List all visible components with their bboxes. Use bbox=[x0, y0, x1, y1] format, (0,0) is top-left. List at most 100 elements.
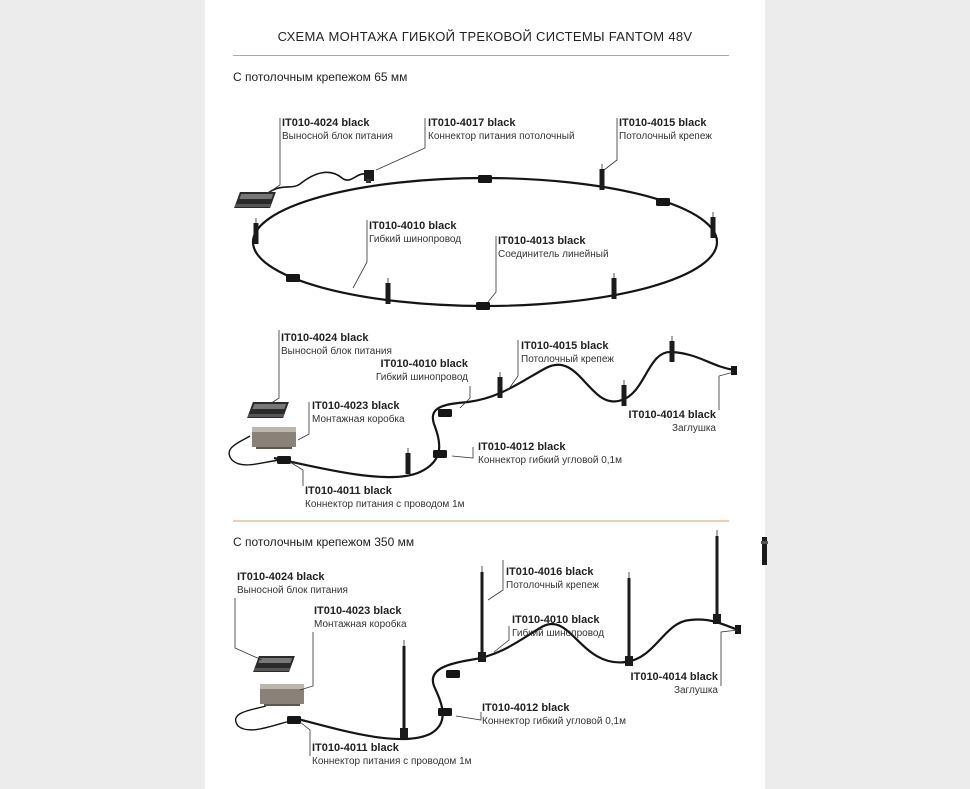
linear-coupler bbox=[478, 175, 492, 183]
ceiling-mount bbox=[253, 217, 259, 245]
label-mounting-box: IT010-4023 black Монтажная коробка bbox=[314, 604, 407, 632]
label-flexible-track: IT010-4010 black Гибкий шинопровод bbox=[512, 613, 604, 641]
label-desc: Коннектор питания с проводом 1м bbox=[312, 756, 472, 767]
label-mounting-box: IT010-4023 black Монтажная коробка bbox=[312, 399, 405, 427]
label-ceiling-mount: IT010-4016 black Потолочный крепеж bbox=[506, 565, 599, 593]
power-connector bbox=[277, 456, 291, 464]
label-desc: Потолочный крепеж bbox=[506, 580, 599, 591]
label-code: IT010-4012 black bbox=[478, 441, 566, 453]
label-linear-connector: IT010-4013 black Соединитель линейный bbox=[498, 234, 609, 262]
label-desc: Монтажная коробка bbox=[312, 414, 405, 425]
psu-cable bbox=[267, 171, 371, 194]
label-desc: Гибкий шинопровод bbox=[512, 628, 605, 639]
section1-title: С потолочным крепежом 65 мм bbox=[233, 70, 408, 84]
power-wire bbox=[235, 705, 295, 731]
end-cap bbox=[731, 366, 737, 375]
label-desc: Гибкий шинопровод bbox=[369, 234, 462, 245]
section2-diagram bbox=[228, 330, 737, 486]
label-desc: Заглушка bbox=[671, 423, 716, 434]
label-code: IT010-4024 black bbox=[282, 117, 370, 129]
section3-title: С потолочным крепежом 350 мм bbox=[233, 535, 415, 549]
label-desc: Коннектор гибкий угловой 0,1м bbox=[482, 716, 626, 727]
label-desc: Выносной блок питания bbox=[237, 585, 348, 596]
leader-lines bbox=[267, 118, 618, 303]
label-desc: Коннектор гибкий угловой 0,1м bbox=[478, 455, 622, 466]
long-ceiling-mount bbox=[478, 566, 486, 662]
label-flexible-track: IT010-4010 black Гибкий шинопровод bbox=[352, 357, 468, 385]
track-line bbox=[273, 350, 735, 479]
label-desc: Гибкий шинопровод bbox=[375, 372, 468, 383]
label-code: IT010-4011 black bbox=[305, 485, 392, 497]
ceiling-mount bbox=[599, 163, 605, 191]
ceiling-mount bbox=[611, 272, 617, 300]
label-code: IT010-4023 black bbox=[314, 605, 402, 617]
label-desc: Потолочный крепеж bbox=[619, 131, 712, 142]
section3-diagram bbox=[234, 530, 741, 756]
label-desc: Заглушка bbox=[673, 685, 718, 696]
linear-coupler bbox=[476, 302, 490, 310]
label-desc: Выносной блок питания bbox=[281, 346, 392, 357]
ceiling-mount bbox=[385, 277, 391, 305]
label-code: IT010-4010 black bbox=[512, 614, 600, 626]
track-line bbox=[293, 618, 739, 741]
title-rule bbox=[233, 55, 729, 56]
label-code: IT010-4011 black bbox=[312, 742, 399, 754]
label-desc: Выносной блок питания bbox=[282, 131, 393, 142]
ceiling-mount bbox=[405, 447, 411, 475]
psu-unit bbox=[247, 402, 289, 418]
ceiling-mount bbox=[669, 335, 675, 363]
psu-unit bbox=[234, 192, 276, 208]
long-ceiling-mount bbox=[713, 530, 721, 624]
label-flexible-track: IT010-4010 black Гибкий шинопровод bbox=[369, 219, 461, 247]
label-code: IT010-4024 black bbox=[237, 571, 325, 583]
ceiling-mount bbox=[710, 211, 716, 239]
label-desc: Коннектор питания потолочный bbox=[428, 131, 575, 142]
label-ceiling-mount: IT010-4015 black Потолочный крепеж bbox=[521, 339, 614, 367]
label-code: IT010-4010 black bbox=[369, 220, 457, 232]
angular-connector bbox=[446, 670, 460, 678]
label-end-cap: IT010-4014 black Заглушка bbox=[610, 408, 716, 436]
end-cap bbox=[735, 625, 741, 634]
power-connector bbox=[287, 716, 301, 724]
label-code: IT010-4010 black bbox=[380, 358, 468, 370]
label-end-cap: IT010-4014 black Заглушка bbox=[612, 670, 718, 698]
ceiling-power-connector bbox=[364, 170, 374, 183]
linear-coupler bbox=[656, 198, 670, 206]
label-code: IT010-4014 black bbox=[628, 409, 716, 421]
label-angular-connector: IT010-4012 black Коннектор гибкий углово… bbox=[482, 701, 626, 729]
label-psu: IT010-4024 black Выносной блок питания bbox=[281, 331, 392, 359]
mounting-box bbox=[252, 427, 296, 449]
side-fragment bbox=[761, 537, 768, 565]
angular-connector bbox=[438, 409, 452, 417]
label-code: IT010-4014 black bbox=[630, 671, 718, 683]
long-ceiling-mount bbox=[400, 640, 408, 738]
angular-connector bbox=[433, 450, 447, 458]
label-desc: Монтажная коробка bbox=[314, 619, 407, 630]
leader-lines bbox=[234, 560, 739, 756]
label-ceiling-connector: IT010-4017 black Коннектор питания потол… bbox=[428, 116, 575, 144]
long-ceiling-mount bbox=[625, 572, 633, 666]
label-code: IT010-4016 black bbox=[506, 566, 594, 578]
ceiling-mount bbox=[497, 371, 503, 399]
label-code: IT010-4017 black bbox=[428, 117, 516, 129]
mounting-box bbox=[260, 684, 304, 706]
label-desc: Коннектор питания с проводом 1м bbox=[305, 499, 465, 510]
track-ring bbox=[251, 176, 719, 308]
label-power-connector-wire: IT010-4011 black Коннектор питания с про… bbox=[312, 741, 472, 769]
label-desc: Потолочный крепеж bbox=[521, 354, 614, 365]
label-angular-connector: IT010-4012 black Коннектор гибкий углово… bbox=[478, 440, 622, 468]
label-psu: IT010-4024 black Выносной блок питания bbox=[282, 116, 393, 144]
angular-connector bbox=[438, 708, 452, 716]
label-code: IT010-4023 black bbox=[312, 400, 400, 412]
label-code: IT010-4024 black bbox=[281, 332, 369, 344]
ceiling-mount bbox=[621, 379, 627, 407]
page-title: СХЕМА МОНТАЖА ГИБКОЙ ТРЕКОВОЙ СИСТЕМЫ FA… bbox=[277, 29, 693, 44]
label-code: IT010-4015 black bbox=[619, 117, 707, 129]
section1-diagram bbox=[234, 118, 719, 310]
linear-coupler bbox=[286, 274, 300, 282]
label-code: IT010-4012 black bbox=[482, 702, 570, 714]
label-code: IT010-4013 black bbox=[498, 235, 586, 247]
label-code: IT010-4015 black bbox=[521, 340, 609, 352]
label-power-connector-wire: IT010-4011 black Коннектор питания с про… bbox=[305, 484, 465, 512]
